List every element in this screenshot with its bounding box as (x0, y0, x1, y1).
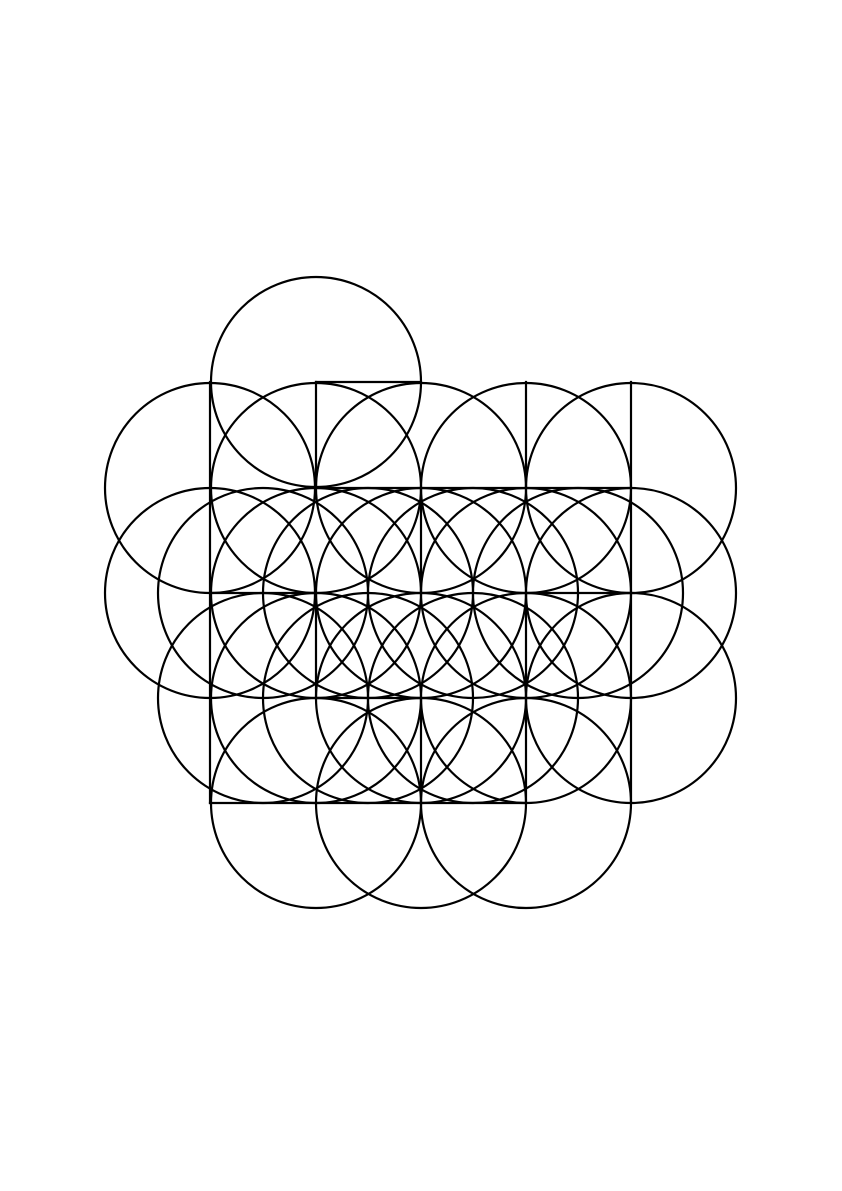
circle (366, 591, 580, 805)
circle (314, 696, 528, 910)
circles (103, 275, 738, 910)
circle (419, 696, 633, 910)
circle (261, 591, 475, 805)
